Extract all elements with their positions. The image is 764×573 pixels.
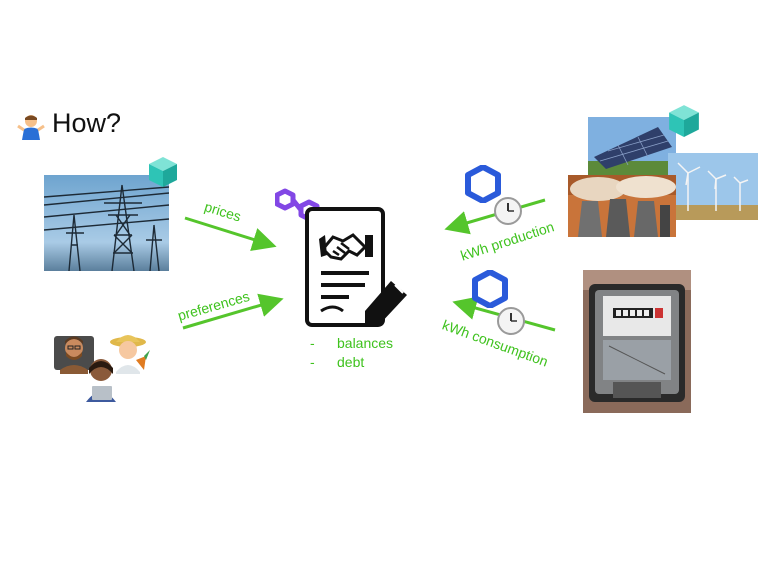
people-group-icon [54,330,154,402]
prices-arrow [184,216,277,251]
clock-icon [493,196,523,226]
clock-icon [496,306,526,336]
chainlink-logo-icon [465,165,501,203]
electricity-meter-photo [583,270,691,413]
chainlink-logo-icon [472,270,508,308]
person-shrugging-icon [16,112,46,142]
smart-contract-icon [303,205,415,329]
ipfs-cube-icon [148,156,178,188]
wind-turbines-photo [668,153,758,220]
solar-panel-photo [588,117,676,177]
power-plant-photo [568,175,676,237]
ipfs-cube-icon [668,104,700,138]
contract-item-debt: debt [337,354,365,370]
power-grid-photo [44,175,169,271]
page-title: How? [52,108,122,138]
preferences-arrow [182,293,284,330]
contract-item-balances: balances [337,335,394,351]
contract-item-bullet: - [310,354,315,370]
contract-item-bullet: - [310,335,315,351]
